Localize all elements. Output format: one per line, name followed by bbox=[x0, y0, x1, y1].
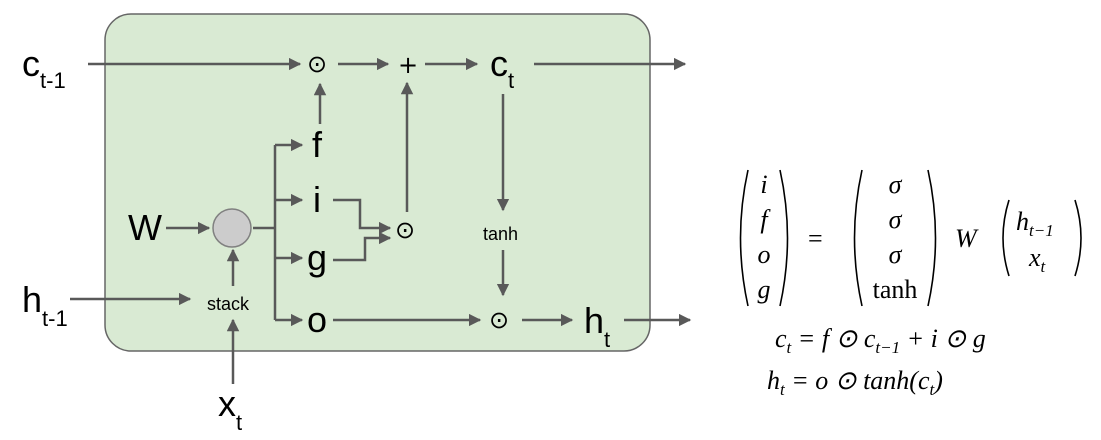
label-h-prev: ht-1 bbox=[22, 279, 68, 331]
equation-hidden-update: ht = o ⊙ tanh(ct) bbox=[767, 366, 943, 399]
paren-left-1 bbox=[739, 169, 749, 307]
vec-f: f bbox=[760, 205, 771, 234]
vec-i: i bbox=[760, 170, 767, 199]
arrow-i-to-odot bbox=[333, 198, 392, 235]
connections bbox=[70, 57, 692, 384]
arrow-g-to-odot bbox=[333, 231, 392, 262]
paren-left-2 bbox=[853, 169, 863, 307]
cell-update-text: ct = f ⊙ ct−1 + i ⊙ g bbox=[775, 324, 986, 357]
label-c-out: ct bbox=[490, 43, 514, 93]
vec-o: o bbox=[758, 240, 771, 269]
odot-output: ⊙ bbox=[489, 306, 509, 334]
act-4: tanh bbox=[873, 275, 918, 304]
label-x: xt bbox=[218, 383, 242, 435]
hidden-update-text: ht = o ⊙ tanh(ct) bbox=[767, 366, 943, 399]
paren-left-3 bbox=[1002, 199, 1010, 277]
vec-g: g bbox=[758, 275, 771, 304]
eq-equals: = bbox=[808, 224, 823, 253]
odot-forget: ⊙ bbox=[307, 50, 327, 78]
paren-right-3 bbox=[1074, 199, 1082, 277]
label-tanh: tanh bbox=[483, 224, 518, 244]
label-h-out: ht bbox=[584, 300, 610, 352]
paren-right-2 bbox=[927, 169, 937, 307]
matmul-node bbox=[212, 208, 252, 248]
vec-x: xt bbox=[1028, 243, 1047, 276]
paren-right-1 bbox=[779, 169, 789, 307]
lstm-cell-box bbox=[104, 13, 651, 352]
act-1: σ bbox=[889, 170, 903, 199]
gate-f: f bbox=[312, 124, 323, 165]
label-stack: stack bbox=[207, 294, 250, 314]
plus-node: + bbox=[398, 51, 418, 79]
vec-h-prev: ht−1 bbox=[1016, 207, 1054, 240]
equation-cell-update: ct = f ⊙ ct−1 + i ⊙ g bbox=[775, 324, 986, 357]
eq-weight: W bbox=[955, 224, 979, 253]
label-weight: W bbox=[128, 207, 162, 248]
act-3: σ bbox=[889, 240, 903, 269]
equation-gates: i f o g = σ σ σ tanh W ht−1 xt bbox=[739, 169, 1082, 307]
gate-i: i bbox=[313, 179, 321, 220]
label-c-prev: ct-1 bbox=[22, 43, 66, 93]
act-2: σ bbox=[889, 205, 903, 234]
gate-o: o bbox=[307, 299, 327, 340]
gate-g: g bbox=[307, 237, 327, 278]
odot-input: ⊙ bbox=[395, 216, 415, 244]
